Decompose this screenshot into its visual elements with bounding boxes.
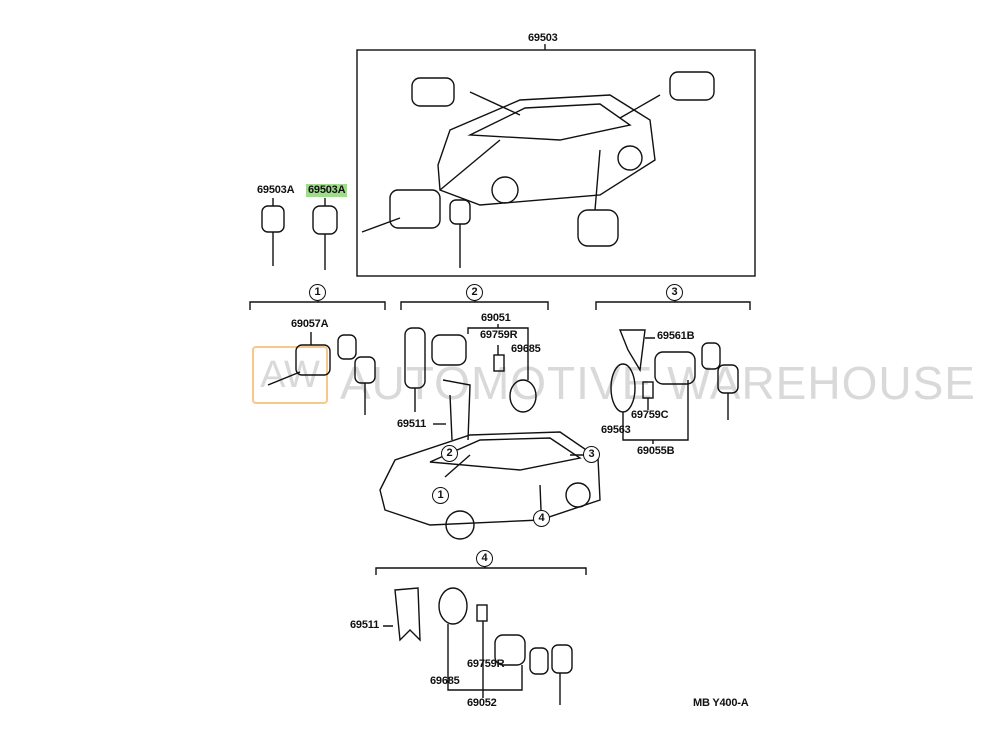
assembly-box xyxy=(356,49,756,277)
assembly-label: 69503 xyxy=(528,32,558,44)
group-1-callout: 1 xyxy=(309,284,326,301)
watermark-text: AUTOMOTIVE WAREHOUSE xyxy=(340,357,976,409)
group-3-callout: 3 xyxy=(666,284,683,301)
part-label: 69057A xyxy=(291,318,329,330)
group-3-parts xyxy=(610,329,739,444)
group-1-parts xyxy=(267,332,376,415)
group-2-callout: 2 xyxy=(466,284,483,301)
diagram-code: MB Y400-A xyxy=(693,697,749,709)
car-callout-1: 1 xyxy=(432,487,449,504)
key-icons-top xyxy=(261,198,471,270)
part-label: 69561B xyxy=(657,330,695,342)
lock-cylinders-top xyxy=(361,71,715,247)
part-label: 69051 xyxy=(481,312,511,324)
car-top-illustration xyxy=(437,91,661,211)
car-callout-2: 2 xyxy=(441,445,458,462)
key-label-highlighted[interactable]: 69503A xyxy=(306,184,348,197)
part-label: 69685 xyxy=(430,675,460,687)
part-label: 69055B xyxy=(637,445,675,457)
car-callout-4: 4 xyxy=(533,510,550,527)
car-middle-illustration xyxy=(379,431,601,540)
part-label: 69052 xyxy=(467,697,497,709)
part-label: 69759R xyxy=(467,658,505,670)
part-label: 69511 xyxy=(397,418,426,430)
part-label: 69759R xyxy=(480,329,518,341)
key-label: 69503A xyxy=(257,184,295,196)
part-label: 69563 xyxy=(601,424,631,436)
part-label: 69511 xyxy=(350,619,379,631)
group-4-callout: 4 xyxy=(476,550,493,567)
part-label: 69685 xyxy=(511,343,541,355)
part-label: 69759C xyxy=(631,409,669,421)
group-2-parts xyxy=(404,324,537,441)
car-callout-3: 3 xyxy=(583,446,600,463)
group-4-parts xyxy=(383,587,573,705)
